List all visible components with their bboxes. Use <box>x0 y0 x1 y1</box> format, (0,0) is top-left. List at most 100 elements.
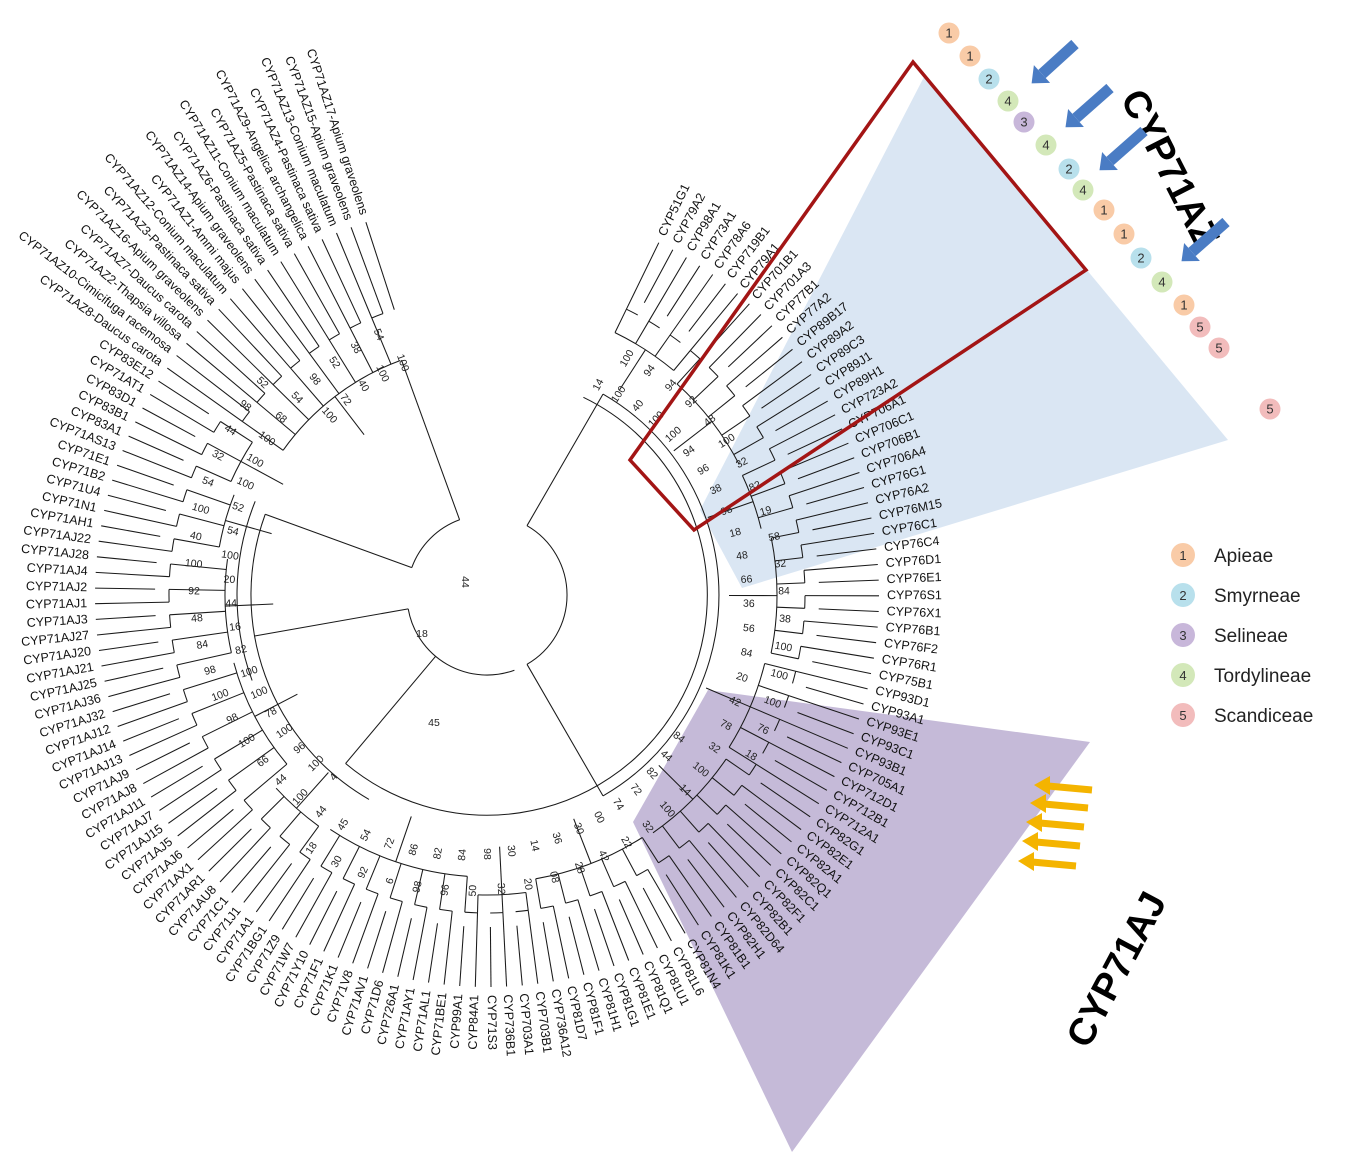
branch <box>666 265 701 317</box>
yellow-arrow-icon <box>1026 813 1042 832</box>
bootstrap-value: 100 <box>256 429 277 449</box>
branch <box>320 865 333 874</box>
branch <box>786 736 842 764</box>
legend-label: Scandiceae <box>1214 706 1313 727</box>
branch <box>525 892 529 911</box>
branch <box>117 701 188 727</box>
branch <box>725 758 750 776</box>
branch <box>307 245 351 329</box>
legend-number: 2 <box>1179 588 1186 603</box>
branch <box>168 787 218 824</box>
bootstrap-value: 100 <box>236 731 257 750</box>
branch <box>414 869 424 905</box>
tribe-badge <box>1013 111 1035 133</box>
bootstrap-value: 6 <box>383 876 396 886</box>
branch <box>267 269 320 347</box>
branch <box>647 869 686 934</box>
branch <box>760 782 811 818</box>
branch <box>328 333 340 341</box>
branch <box>818 608 879 613</box>
blue-arrow-icon <box>1031 65 1051 84</box>
branch <box>740 727 770 743</box>
branch <box>183 672 238 691</box>
bootstrap-value: 36 <box>743 598 755 610</box>
bootstrap-value: 96 <box>439 883 453 896</box>
leaf-label: CYP76E1 <box>886 570 941 586</box>
branch <box>214 729 263 760</box>
branch <box>279 835 291 845</box>
branch <box>816 634 877 644</box>
bootstrap-value: 42 <box>596 848 612 864</box>
branch <box>196 465 232 482</box>
branch <box>296 772 329 809</box>
branch <box>648 320 660 329</box>
branch <box>95 615 156 620</box>
tribe-badge-number: 1 <box>1120 227 1127 242</box>
branch <box>602 393 720 797</box>
branch <box>101 652 175 667</box>
tribe-badge-number: 5 <box>1196 320 1203 335</box>
branch <box>254 278 310 354</box>
branch <box>220 421 253 443</box>
branch <box>122 450 192 479</box>
branch <box>812 517 872 531</box>
branch <box>240 460 284 485</box>
branch <box>795 519 800 533</box>
branch <box>788 495 794 508</box>
tribe-badge <box>1151 271 1173 293</box>
branch <box>299 851 311 860</box>
leaf-label: CYP71AJ27 <box>21 628 90 649</box>
bootstrap-value: 100 <box>235 475 256 493</box>
branch <box>186 489 231 506</box>
branch <box>207 442 242 462</box>
branch <box>636 868 648 877</box>
branch <box>190 465 197 478</box>
branch <box>272 375 283 385</box>
branch <box>176 664 181 678</box>
branch <box>280 261 330 341</box>
leaf-label: CYP84A1 <box>466 995 482 1050</box>
branch <box>191 713 198 726</box>
branch <box>135 742 191 771</box>
branch <box>407 608 515 676</box>
branch <box>687 859 725 908</box>
bootstrap-value: 100 <box>373 363 391 384</box>
branch <box>159 769 222 811</box>
branch <box>293 253 340 335</box>
bootstrap-value: 82 <box>234 643 248 657</box>
tribe-badge <box>1113 223 1135 245</box>
bootstrap-value: 98 <box>225 711 241 727</box>
tribe-badge <box>1058 158 1080 180</box>
branch <box>689 293 739 351</box>
bootstrap-value: 48 <box>735 549 749 563</box>
branch <box>745 348 793 388</box>
branch <box>112 693 171 713</box>
bootstrap-value: 18 <box>728 526 742 541</box>
yellow-arrow-shaft <box>1031 858 1077 870</box>
leaf-label: CYP71AJ4 <box>26 561 88 578</box>
branch <box>142 407 196 438</box>
bootstrap-value: 52 <box>230 500 245 515</box>
branch <box>728 746 757 765</box>
branch <box>665 874 699 926</box>
bootstrap-value: 32 <box>495 883 508 895</box>
branch <box>626 308 638 316</box>
branch <box>652 758 727 834</box>
bootstrap-value: 78 <box>263 705 279 721</box>
branch <box>689 350 701 360</box>
bootstrap-value: 36 <box>550 831 565 846</box>
branch <box>282 360 401 451</box>
branch <box>601 891 630 961</box>
tribe-badge <box>1035 134 1057 156</box>
branch <box>673 421 713 452</box>
branch <box>96 556 157 564</box>
branch <box>744 803 792 843</box>
leaf-label: CYP71AJ1 <box>26 596 87 611</box>
branch <box>241 288 301 361</box>
bootstrap-value: 98 <box>306 371 323 388</box>
branch <box>658 765 694 800</box>
legend-swatch <box>1171 583 1195 607</box>
branch <box>642 887 672 942</box>
bootstrap-value: 100 <box>220 548 239 563</box>
